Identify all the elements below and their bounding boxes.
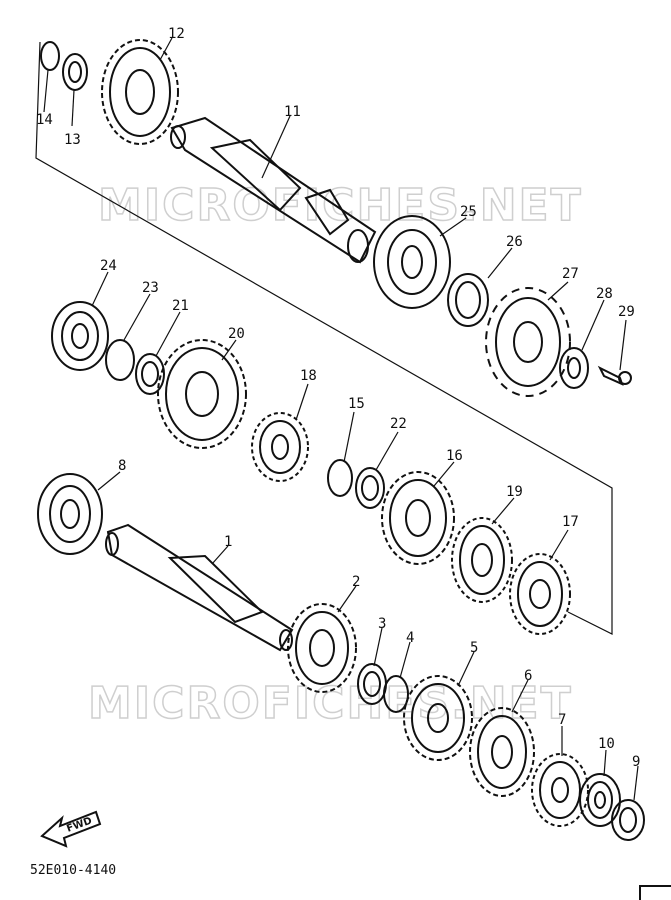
- part-label-11: 11: [284, 104, 301, 120]
- part-label-16: 16: [446, 448, 463, 464]
- bearing-10: [579, 773, 621, 827]
- bearing-8: [37, 473, 103, 555]
- washer-9: [611, 799, 645, 841]
- part-label-25: 25: [460, 204, 477, 220]
- washer-13: [62, 53, 88, 91]
- part-label-2: 2: [352, 574, 360, 590]
- gear-12: [101, 39, 179, 145]
- part-label-24: 24: [100, 258, 117, 274]
- part-label-15: 15: [348, 396, 365, 412]
- circlip-15: [327, 459, 353, 497]
- part-label-12: 12: [168, 26, 185, 42]
- main-axle-11: [170, 116, 377, 264]
- sprocket-27: [485, 287, 571, 397]
- lock-washer-28: [559, 347, 589, 389]
- part-label-9: 9: [632, 754, 640, 770]
- gear-16: [381, 471, 455, 565]
- leader-lines: [43, 37, 639, 801]
- part-label-8: 8: [118, 458, 126, 474]
- corner-mark: [639, 885, 671, 900]
- part-label-4: 4: [406, 630, 414, 646]
- part-label-14: 14: [36, 112, 53, 128]
- part-label-17: 17: [562, 514, 579, 530]
- bolt-29: [597, 365, 632, 386]
- oil-seal-26: [447, 273, 489, 327]
- part-label-29: 29: [618, 304, 635, 320]
- part-label-1: 1: [224, 534, 232, 550]
- gear-17: [509, 553, 571, 635]
- part-labels: 12 11 13 14 25 26 27 28 29 24 23 21 20 1…: [36, 26, 640, 770]
- bearing-25: [373, 215, 451, 309]
- gear-2: [287, 603, 357, 693]
- gear-5: [403, 675, 473, 761]
- part-label-13: 13: [64, 132, 81, 148]
- part-label-22: 22: [390, 416, 407, 432]
- part-label-23: 23: [142, 280, 159, 296]
- part-label-18: 18: [300, 368, 317, 384]
- gear-18: [251, 412, 309, 482]
- drawing-code: 52E010-4140: [30, 863, 116, 878]
- bearing-24: [51, 301, 109, 371]
- gear-6: [469, 707, 535, 797]
- assembly-outline: [35, 41, 613, 635]
- part-label-6: 6: [524, 668, 532, 684]
- gear-20: [157, 339, 247, 449]
- circlip-14: [40, 41, 60, 71]
- part-label-20: 20: [228, 326, 245, 342]
- washer-22: [355, 467, 385, 509]
- part-label-27: 27: [562, 266, 579, 282]
- gear-7: [531, 753, 589, 827]
- part-label-28: 28: [596, 286, 613, 302]
- drive-axle-1: [105, 523, 294, 652]
- part-label-10: 10: [598, 736, 615, 752]
- part-label-3: 3: [378, 616, 386, 632]
- part-label-21: 21: [172, 298, 189, 314]
- watermark-bottom: MICROFICHES.NET: [88, 678, 573, 729]
- circlip-23: [105, 339, 135, 381]
- fwd-arrow-icon: FWD: [40, 810, 102, 848]
- part-label-26: 26: [506, 234, 523, 250]
- gear-19: [451, 517, 513, 603]
- part-label-5: 5: [470, 640, 478, 656]
- circlip-4: [383, 675, 409, 713]
- part-label-19: 19: [506, 484, 523, 500]
- part-label-7: 7: [558, 712, 566, 728]
- washer-21: [135, 353, 165, 395]
